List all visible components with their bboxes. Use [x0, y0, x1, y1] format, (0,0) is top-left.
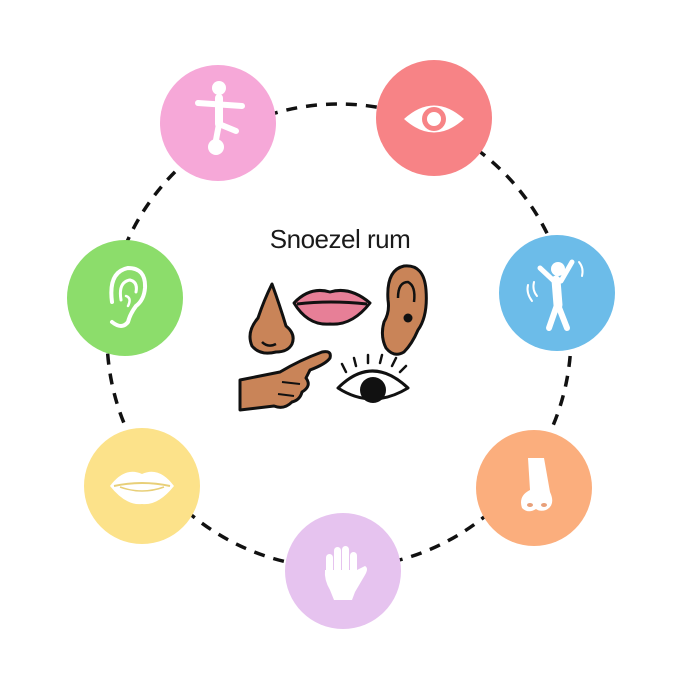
nose-icon	[521, 458, 553, 512]
sight-node	[376, 60, 492, 176]
touch-node	[285, 513, 401, 629]
hand-icon	[324, 546, 367, 600]
hearing-circle	[67, 240, 183, 356]
center-pointing-hand-icon	[238, 350, 332, 412]
balance-icon	[195, 81, 245, 155]
center-ear-icon	[380, 264, 428, 356]
eye-icon	[404, 105, 464, 133]
balance-node	[160, 65, 276, 181]
center-eye-icon	[336, 353, 410, 403]
ear-icon	[109, 266, 148, 328]
taste-node	[84, 428, 200, 544]
diagram-title: Snoezel rum	[269, 224, 411, 254]
center-illustration	[238, 264, 428, 412]
smell-node	[476, 430, 592, 546]
movement-icon	[526, 259, 584, 331]
center-lips-icon	[292, 288, 372, 326]
mouth-icon	[110, 471, 174, 505]
hearing-node	[67, 240, 183, 356]
center-nose-icon	[248, 282, 295, 355]
movement-node	[499, 235, 615, 351]
